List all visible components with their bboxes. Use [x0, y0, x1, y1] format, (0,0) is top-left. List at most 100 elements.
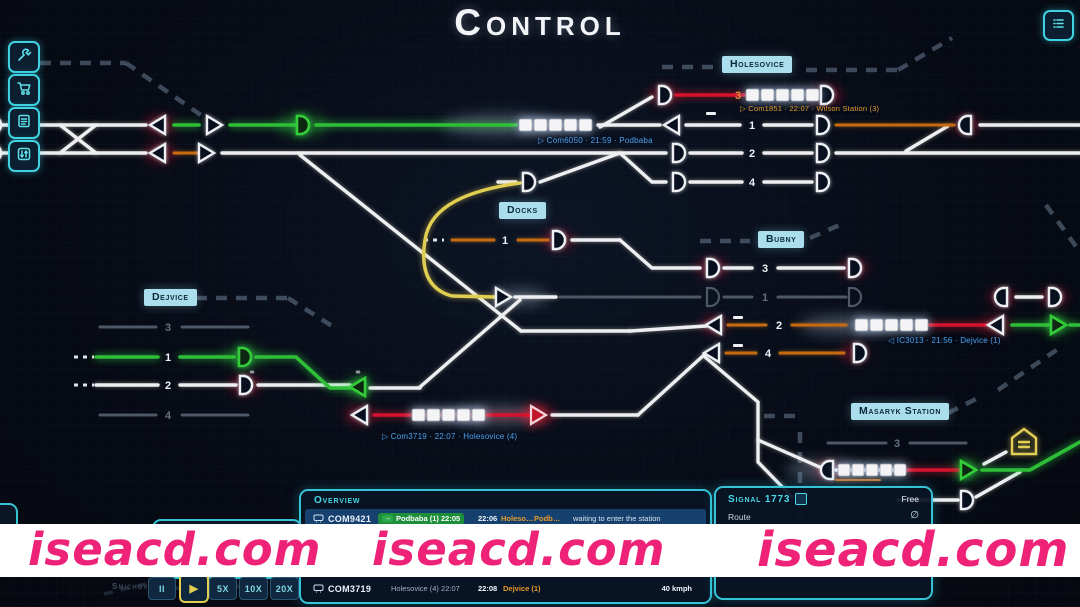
- schedule: Holesovice (4) 22:07: [391, 584, 460, 593]
- stop-b: Podb…: [534, 514, 561, 523]
- signal[interactable]: [671, 142, 687, 164]
- main-tracks: [0, 95, 1080, 502]
- signal[interactable]: [671, 171, 687, 193]
- signal[interactable]: [847, 257, 863, 279]
- train-com6050[interactable]: [518, 118, 593, 132]
- signal[interactable]: [0, 144, 3, 162]
- station-badge-holesovice[interactable]: Holesovice: [722, 56, 793, 73]
- depot-icon[interactable]: [1010, 427, 1038, 456]
- station-badge-masaryk[interactable]: Masaryk Station: [851, 403, 949, 420]
- track-number: 2: [776, 320, 782, 332]
- signal[interactable]: [852, 342, 868, 364]
- track-number: 3: [894, 438, 900, 450]
- signal[interactable]: [661, 113, 681, 137]
- train-masaryk[interactable]: [837, 463, 907, 477]
- watermark-band: iseacd.com iseacd.com iseacd.com: [0, 524, 1080, 577]
- signal[interactable]: [815, 171, 831, 193]
- signal[interactable]: [819, 84, 835, 106]
- trains: [411, 88, 929, 477]
- train-com3719[interactable]: [411, 408, 486, 422]
- signal[interactable]: [815, 142, 831, 164]
- train-icon: [313, 580, 324, 598]
- play-button[interactable]: ▶: [179, 573, 209, 603]
- track-number: 1: [762, 292, 768, 304]
- pause-button[interactable]: II: [148, 577, 176, 600]
- task-list-button[interactable]: [1043, 10, 1074, 41]
- dim-tracks: [98, 286, 968, 445]
- transfer-button[interactable]: [8, 140, 40, 172]
- signal-panel-title: Signal 1773: [728, 493, 791, 505]
- signal[interactable]: [521, 171, 537, 193]
- signal[interactable]: [701, 341, 721, 365]
- signal[interactable]: [657, 84, 673, 106]
- signal[interactable]: [985, 313, 1005, 337]
- signal[interactable]: [0, 116, 3, 134]
- signal[interactable]: [819, 459, 835, 481]
- signal[interactable]: [494, 285, 514, 309]
- overview-row-com9421[interactable]: COM9421 →Podbaba (1) 22:05 22:06 Holeso……: [305, 509, 706, 528]
- page-title: Control: [454, 2, 626, 43]
- overview-row-com3719[interactable]: COM3719 Holesovice (4) 22:07 22:08 Dejvi…: [305, 579, 706, 598]
- train-label-com1851[interactable]: ▷ Com1851 · 22:07 · Wilson Station (3): [740, 104, 880, 113]
- train-label-ic3013[interactable]: ◁ IC3013 · 21:56 · Dejvice (1): [888, 336, 1001, 345]
- overview-title: Overview: [314, 495, 361, 506]
- train-id: COM3719: [328, 583, 372, 594]
- signal[interactable]: [957, 114, 973, 136]
- signal-red[interactable]: [529, 404, 549, 426]
- signal[interactable]: [551, 229, 567, 251]
- signal[interactable]: [197, 141, 217, 165]
- signal-green[interactable]: [959, 458, 979, 482]
- shop-button[interactable]: [8, 74, 40, 106]
- list-icon: [1051, 16, 1066, 36]
- speed-20x-button[interactable]: 20x: [270, 577, 299, 600]
- signal[interactable]: [147, 141, 167, 165]
- station-label-smichov: Smichov: [112, 582, 149, 591]
- train-label-com6050[interactable]: ▷ Com6050 · 21:59 · Podbaba: [538, 136, 653, 145]
- station-badge-bubny[interactable]: Bubny: [758, 231, 805, 248]
- track-number: 3: [762, 263, 768, 275]
- track-number: 1: [502, 235, 508, 247]
- station-badge-docks[interactable]: Docks: [499, 202, 546, 219]
- stop-tick: [706, 112, 716, 115]
- signal[interactable]: [959, 489, 975, 511]
- signal[interactable]: [815, 114, 831, 136]
- contracts-button[interactable]: [8, 107, 40, 139]
- stop-a: Holeso…: [501, 514, 534, 523]
- signal-green[interactable]: [295, 114, 311, 136]
- destination-pill: →Podbaba (1) 22:05: [378, 512, 465, 525]
- track-number: 4: [765, 348, 772, 360]
- build-menu-button[interactable]: [8, 41, 40, 73]
- signal[interactable]: [705, 257, 721, 279]
- speed-5x-button[interactable]: 5x: [209, 577, 237, 600]
- signal-green[interactable]: [237, 346, 253, 368]
- signal[interactable]: [205, 113, 225, 137]
- train-ic3013[interactable]: [854, 318, 929, 332]
- track-number: 4: [165, 410, 172, 422]
- signal[interactable]: [1047, 286, 1063, 308]
- track-number: 2: [749, 148, 755, 160]
- train-label-com3719[interactable]: ▷ Com3719 · 22:07 · Holesovice (4): [382, 432, 518, 441]
- signal[interactable]: [703, 313, 723, 337]
- train-id: COM9421: [328, 513, 372, 524]
- stop-tick: [733, 316, 743, 319]
- station-badge-dejvice[interactable]: Dejvice: [144, 289, 197, 306]
- signal[interactable]: [349, 403, 369, 427]
- signals: [0, 84, 1069, 511]
- signal-green[interactable]: [347, 375, 367, 399]
- speed-10x-button[interactable]: 10x: [239, 577, 268, 600]
- train-speed: 40 kmph: [661, 584, 692, 593]
- signal[interactable]: [147, 113, 167, 137]
- route-clear-button[interactable]: ∅: [910, 510, 919, 521]
- track-number: 3: [165, 322, 171, 334]
- train-status: waiting to enter the station: [573, 514, 661, 523]
- next-time: 22:06: [478, 514, 498, 523]
- arrow-icon: →: [382, 515, 393, 522]
- signal[interactable]: [238, 374, 254, 396]
- signal-config-icon[interactable]: [795, 493, 808, 505]
- wagon-limit-marker: ∞: [355, 368, 361, 376]
- train-com1851[interactable]: [745, 88, 820, 102]
- signal[interactable]: [993, 286, 1009, 308]
- next-stop: Dejvice (1): [503, 584, 541, 593]
- signal-green[interactable]: [1049, 313, 1069, 337]
